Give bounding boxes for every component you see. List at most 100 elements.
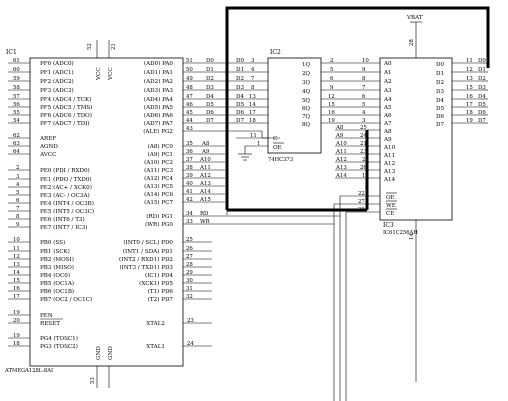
svg-text:9: 9 [16, 222, 20, 228]
svg-text:35: 35 [186, 141, 193, 147]
svg-text:7: 7 [251, 76, 255, 82]
svg-text:PF5 (ADC5 / TMS): PF5 (ADC5 / TMS) [40, 104, 92, 111]
ic1-pin-pd1: 26(INT1 / SDA) PD1 [123, 246, 212, 255]
svg-text:D3: D3 [478, 85, 486, 91]
svg-text:13: 13 [249, 94, 256, 100]
svg-text:D7: D7 [236, 118, 244, 124]
svg-text:32: 32 [186, 294, 193, 300]
svg-text:5: 5 [16, 190, 20, 196]
svg-text:PB5 (OC1A): PB5 (OC1A) [40, 280, 74, 287]
svg-text:12: 12 [13, 254, 20, 260]
svg-text:PG3 (TOSC2): PG3 (TOSC2) [40, 343, 78, 350]
svg-text:D1: D1 [206, 67, 214, 73]
svg-text:2Q: 2Q [302, 71, 311, 77]
svg-text:OE: OE [273, 145, 282, 151]
svg-text:(A12) PC4: (A12) PC4 [144, 175, 173, 182]
svg-text:PF1 (ADC1): PF1 (ADC1) [40, 69, 74, 76]
svg-text:14: 14 [249, 102, 256, 108]
svg-text:OE: OE [386, 195, 395, 201]
ic1-gnd-pin: GND [108, 346, 114, 388]
svg-text:14: 14 [409, 233, 415, 240]
svg-text:D2: D2 [236, 76, 244, 82]
svg-text:39: 39 [186, 173, 193, 179]
svg-text:D6: D6 [236, 110, 244, 116]
svg-text:(A9) PC1: (A9) PC1 [148, 151, 173, 158]
svg-text:D2: D2 [478, 76, 486, 82]
ic2-ref: IC2 [270, 49, 281, 56]
svg-text:24: 24 [360, 133, 367, 139]
ic1-body [29, 57, 184, 367]
svg-text:(XCK1) PD5: (XCK1) PD5 [139, 280, 173, 287]
svg-text:5: 5 [362, 102, 366, 108]
svg-text:A1: A1 [383, 70, 392, 76]
svg-text:A10: A10 [383, 145, 396, 151]
svg-text:4: 4 [362, 110, 366, 116]
svg-text:12: 12 [328, 94, 335, 100]
svg-text:A15: A15 [199, 197, 211, 203]
svg-text:D1: D1 [478, 67, 486, 73]
svg-text:56: 56 [13, 102, 20, 108]
svg-text:D1: D1 [236, 67, 244, 73]
ic1-microcontroller: IC1 ATMEGA128L-8AI 52 VCC 21 VCC 53 GND … [4, 40, 340, 388]
svg-text:28: 28 [409, 39, 415, 46]
svg-text:VCC: VCC [96, 67, 102, 81]
svg-text:22: 22 [358, 191, 365, 197]
ic1-vcc-pin: 52 VCC [87, 40, 102, 81]
svg-text:30: 30 [186, 278, 193, 284]
svg-text:45: 45 [186, 110, 193, 116]
svg-text:2: 2 [362, 157, 365, 163]
svg-text:(AD4) PA4: (AD4) PA4 [144, 96, 174, 103]
svg-text:A12: A12 [383, 161, 396, 167]
svg-text:53: 53 [90, 377, 96, 384]
svg-text:14: 14 [13, 270, 20, 276]
svg-text:3: 3 [16, 174, 20, 180]
ic1-pin-pd5: 30 (XCK1) PD5 [139, 278, 212, 287]
svg-text:D6: D6 [436, 114, 444, 120]
svg-text:AREF: AREF [39, 136, 56, 142]
ic3-ref: IC3 [383, 222, 394, 229]
svg-text:7: 7 [16, 206, 20, 212]
ic2-pin-d0: 3D0 [236, 58, 268, 64]
ic2-pin-d3: 8D3 [236, 85, 268, 91]
ic3-pin-oe: 22 OE [339, 191, 397, 401]
svg-text:(WR) PG0: (WR) PG0 [145, 221, 173, 228]
svg-text:PF2 (ADC2): PF2 (ADC2) [40, 78, 74, 85]
svg-text:4Q: 4Q [302, 89, 311, 95]
svg-text:A14: A14 [383, 177, 396, 183]
svg-text:38: 38 [186, 165, 193, 171]
svg-text:GND: GND [96, 346, 102, 360]
ic3-supply: VBAT 28 [406, 15, 423, 58]
svg-text:(INT2 / RXD1) PD2: (INT2 / RXD1) PD2 [119, 256, 173, 263]
svg-text:AGND: AGND [39, 144, 58, 150]
svg-text:PB6 (OC1B): PB6 (OC1B) [40, 288, 74, 295]
svg-text:6Q: 6Q [302, 106, 311, 112]
svg-text:A4: A4 [383, 97, 392, 103]
svg-text:D7: D7 [478, 118, 486, 124]
svg-text:A6: A6 [383, 113, 392, 119]
svg-text:XTAL2: XTAL2 [146, 321, 165, 327]
